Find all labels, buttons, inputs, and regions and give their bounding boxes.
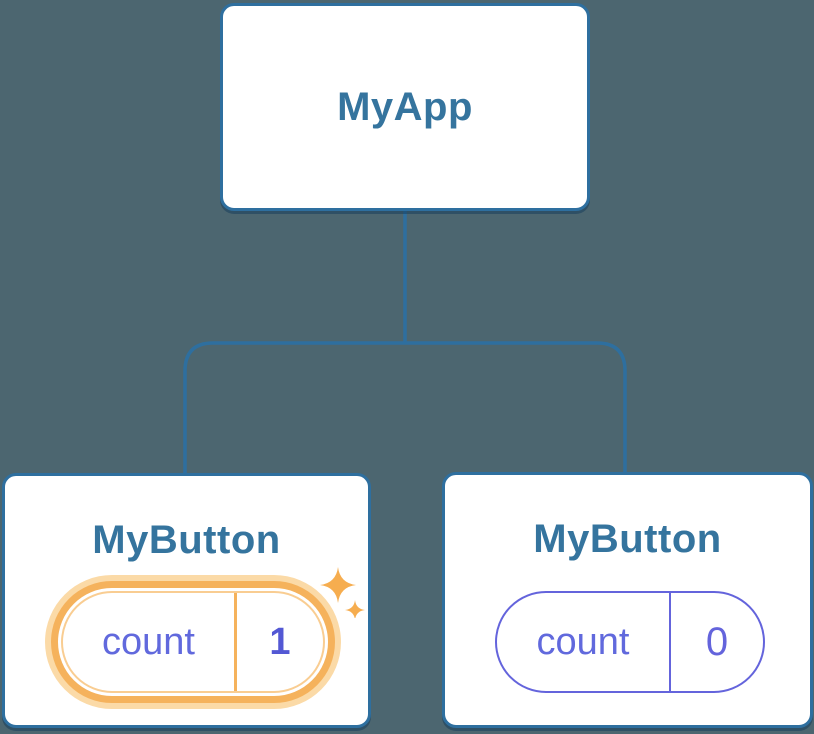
- state-name-label: count: [102, 620, 195, 663]
- node-mybutton-right: MyButton count 0: [442, 472, 813, 728]
- sparkle-small-icon: [345, 600, 365, 618]
- sparkles-decoration: [320, 567, 365, 618]
- state-pill-divider: [234, 593, 237, 691]
- node-mybutton-left: MyButton count 1: [2, 473, 371, 728]
- state-name-label: count: [536, 620, 630, 663]
- state-pill: count 0: [495, 591, 765, 693]
- state-pill-highlighted: count 1: [61, 591, 325, 693]
- state-value: 1: [269, 620, 291, 663]
- connector-branch: [183, 341, 627, 474]
- node-mybutton-right-label: MyButton: [533, 517, 722, 561]
- node-myapp-label: MyApp: [337, 84, 473, 129]
- sparkle-large-icon: [320, 567, 356, 603]
- state-pill-divider: [669, 593, 671, 691]
- node-mybutton-left-label: MyButton: [92, 518, 281, 562]
- node-myapp: MyApp: [220, 3, 590, 211]
- state-value: 0: [705, 619, 729, 664]
